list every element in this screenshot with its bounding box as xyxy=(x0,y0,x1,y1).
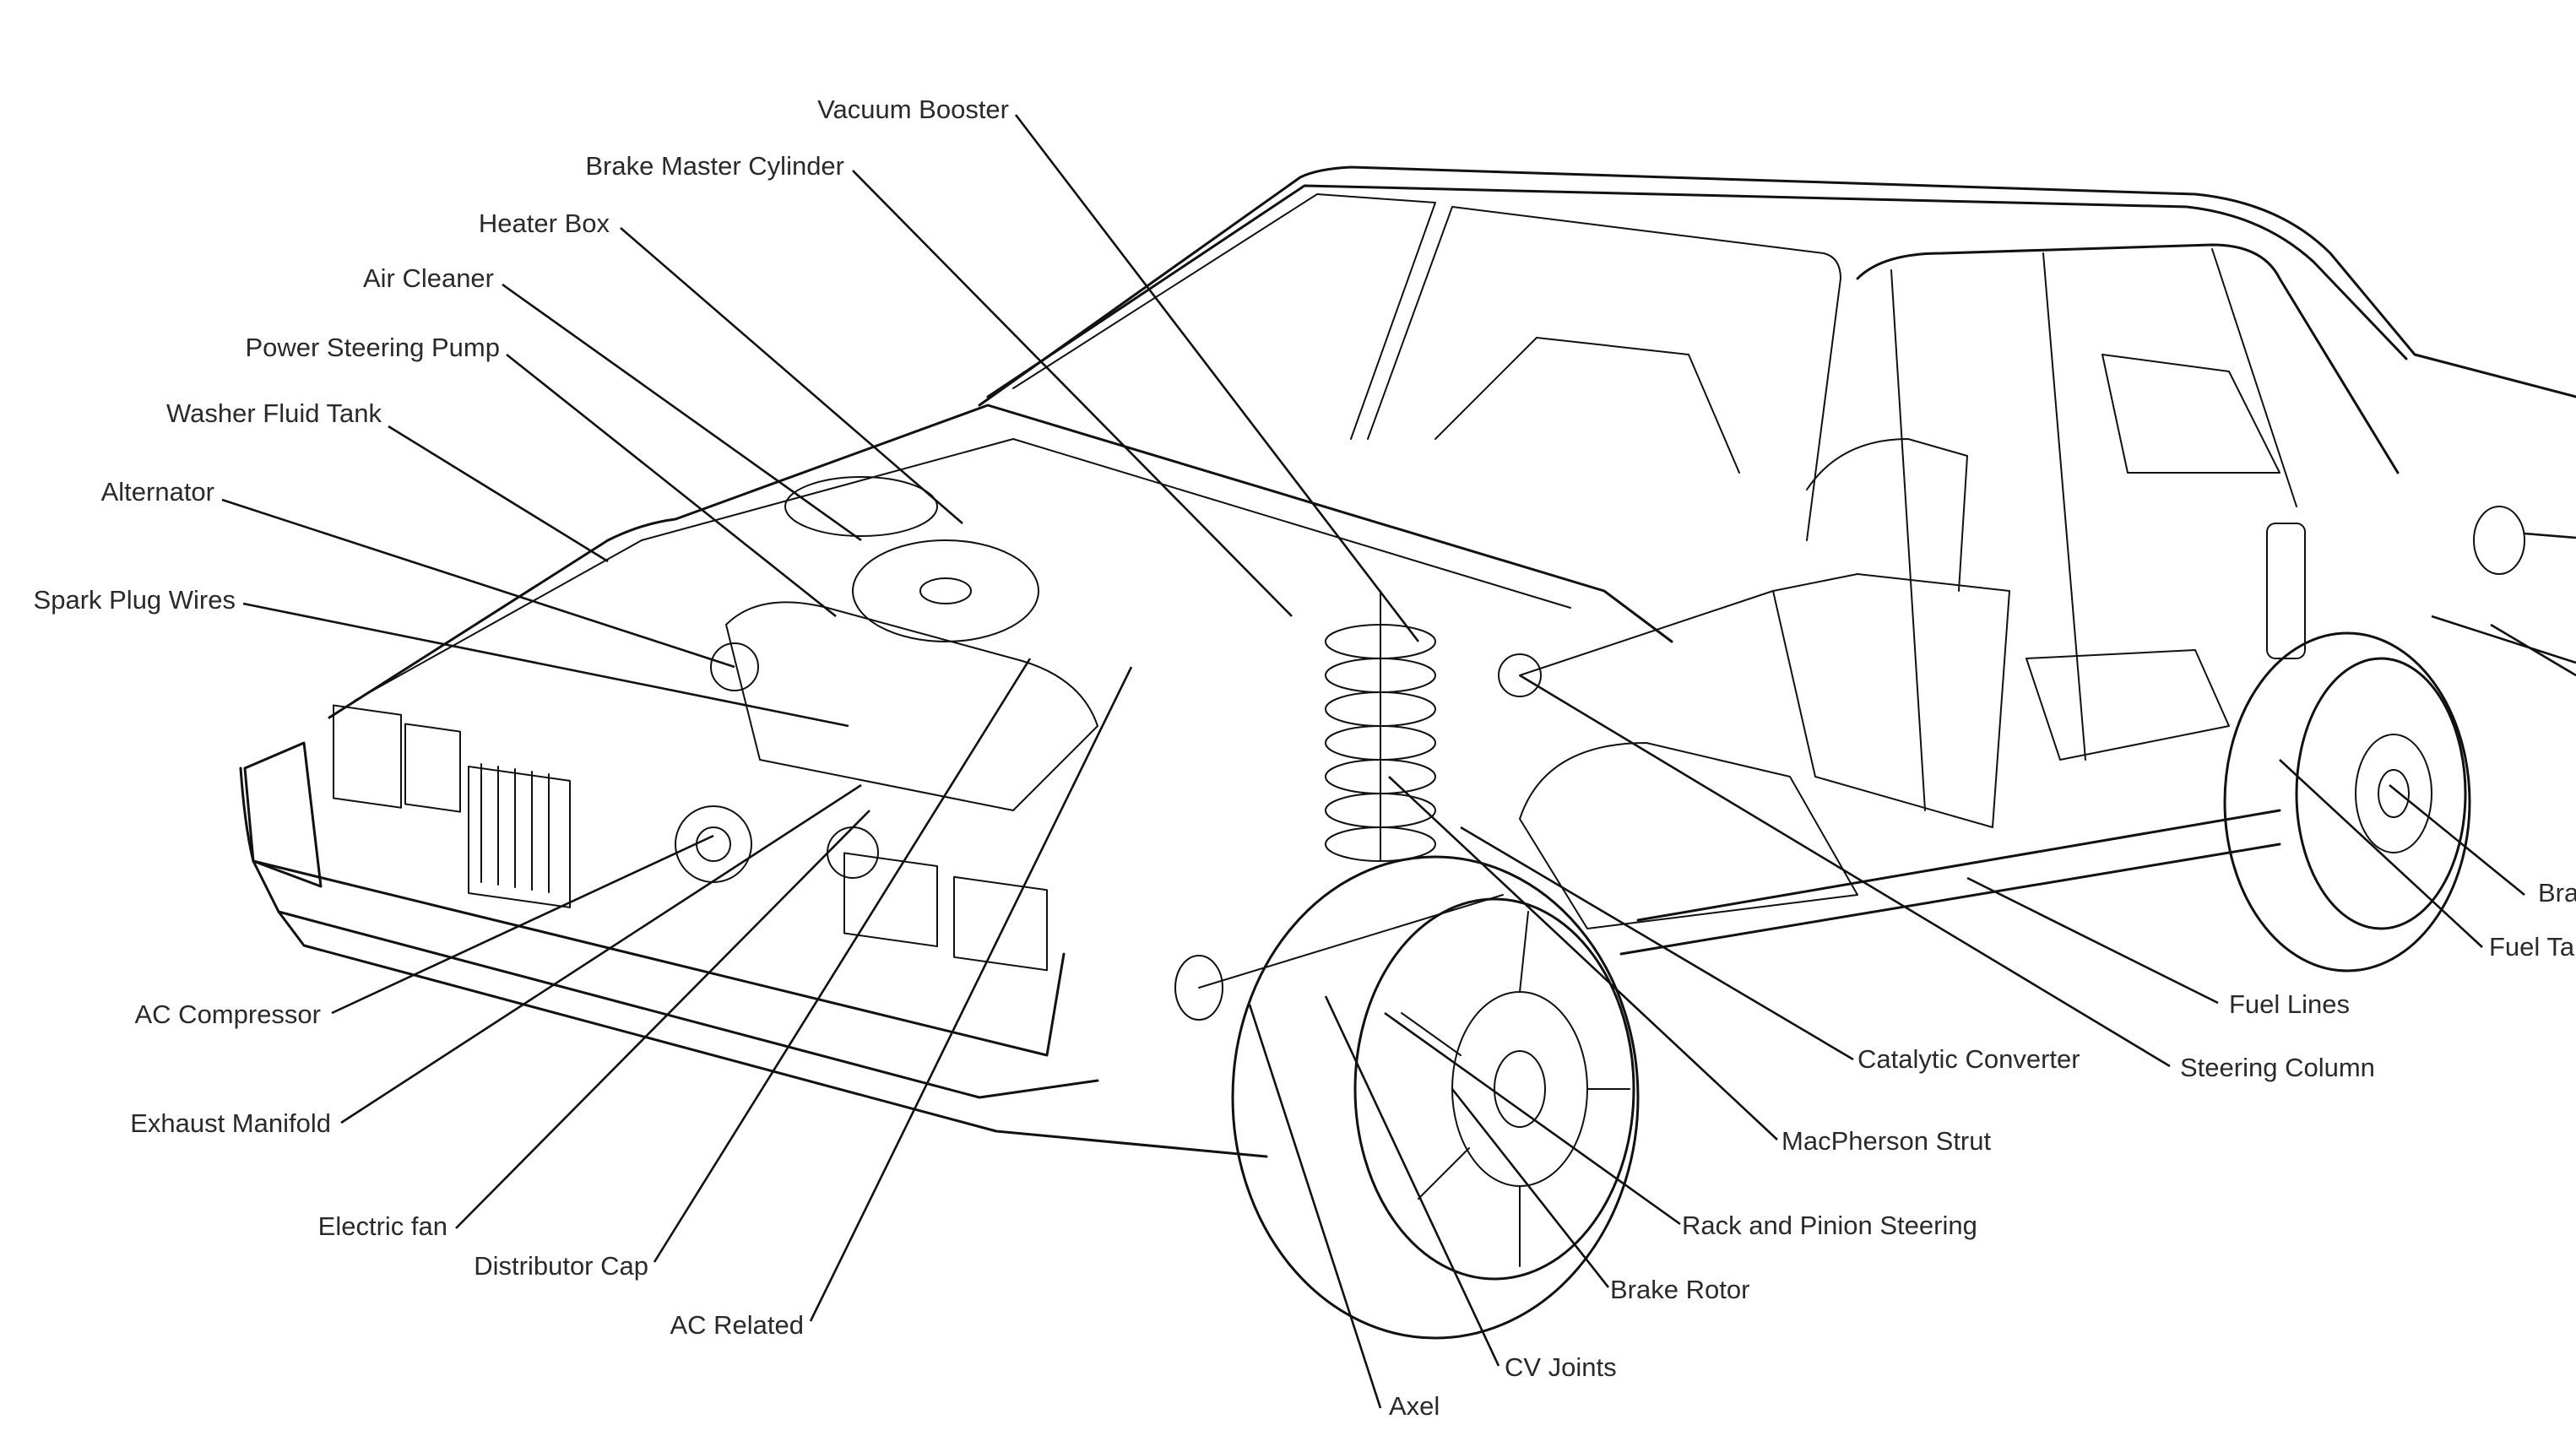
leader-alternator xyxy=(221,498,735,669)
label-distributor-cap: Distributor Cap xyxy=(474,1251,648,1281)
front-wheel xyxy=(1231,855,1640,1340)
label-ac-related: AC Related xyxy=(670,1310,804,1340)
label-ac-compressor: AC Compressor xyxy=(135,1000,322,1029)
strut-spring xyxy=(1325,590,1436,862)
car-illustration xyxy=(239,165,2576,1340)
leader-washer-fluid-tank xyxy=(388,425,609,563)
leader-spark-plug-wires xyxy=(242,602,849,728)
label-brake-master-cylinder: Brake Master Cylinder xyxy=(585,151,844,181)
leader-brake-rear xyxy=(2389,783,2525,897)
leader-distributor-cap xyxy=(653,658,1032,1263)
leader-ac-related xyxy=(809,666,1133,1322)
leader-rear-upper-3 xyxy=(2490,623,2576,677)
leader-air-cleaner xyxy=(502,283,862,542)
leader-electric-fan xyxy=(455,810,870,1229)
leader-brake-master-cylinder xyxy=(852,170,1293,617)
label-heater-box: Heater Box xyxy=(479,209,610,238)
label-power-steering-pump: Power Steering Pump xyxy=(245,333,500,362)
leader-ac-compressor xyxy=(331,834,714,1015)
label-cv-joints: CV Joints xyxy=(1505,1352,1617,1382)
leader-lines xyxy=(221,114,2576,1409)
leader-brake-rotor xyxy=(1451,1088,1610,1288)
label-alternator: Alternator xyxy=(101,477,214,507)
leader-rear-upper-1 xyxy=(2524,532,2576,539)
label-rack-and-pinion: Rack and Pinion Steering xyxy=(1682,1211,1977,1240)
label-fuel-tank-partial: Fuel Tar xyxy=(2489,932,2576,962)
label-axel: Axel xyxy=(1389,1391,1440,1421)
leader-axel xyxy=(1248,1004,1382,1409)
leader-rear-upper-2 xyxy=(2431,615,2576,664)
label-catalytic-converter: Catalytic Converter xyxy=(1857,1044,2080,1074)
label-steering-column: Steering Column xyxy=(2180,1053,2375,1082)
leader-power-steering-pump xyxy=(506,353,837,618)
label-brake-rotor: Brake Rotor xyxy=(1610,1275,1749,1304)
label-exhaust-manifold: Exhaust Manifold xyxy=(130,1108,331,1138)
label-electric-fan: Electric fan xyxy=(318,1211,447,1241)
label-spark-plug-wires: Spark Plug Wires xyxy=(34,585,236,615)
label-vacuum-booster: Vacuum Booster xyxy=(817,95,1009,124)
label-washer-fluid-tank: Washer Fluid Tank xyxy=(166,398,382,428)
label-brake-partial: Bra xyxy=(2538,878,2576,908)
leader-rack-and-pinion xyxy=(1384,1011,1681,1226)
leader-macpherson-strut xyxy=(1388,776,1778,1140)
leader-catalytic-converter xyxy=(1460,826,1854,1061)
leader-exhaust-manifold xyxy=(340,783,862,1124)
leader-heater-box xyxy=(620,227,963,524)
leader-fuel-lines xyxy=(1966,876,2219,1005)
leader-steering-column xyxy=(1519,674,2171,1068)
grille xyxy=(468,763,571,908)
rear-wheel xyxy=(2223,631,2471,973)
label-fuel-lines: Fuel Lines xyxy=(2229,989,2350,1019)
leader-cv-joints xyxy=(1324,995,1500,1367)
label-macpherson-strut: MacPherson Strut xyxy=(1782,1126,1991,1156)
leader-fuel-tank xyxy=(2279,759,2483,948)
label-air-cleaner: Air Cleaner xyxy=(363,263,494,293)
labels: Vacuum Booster Brake Master Cylinder Hea… xyxy=(34,95,2576,1421)
leader-vacuum-booster xyxy=(1014,114,1420,642)
